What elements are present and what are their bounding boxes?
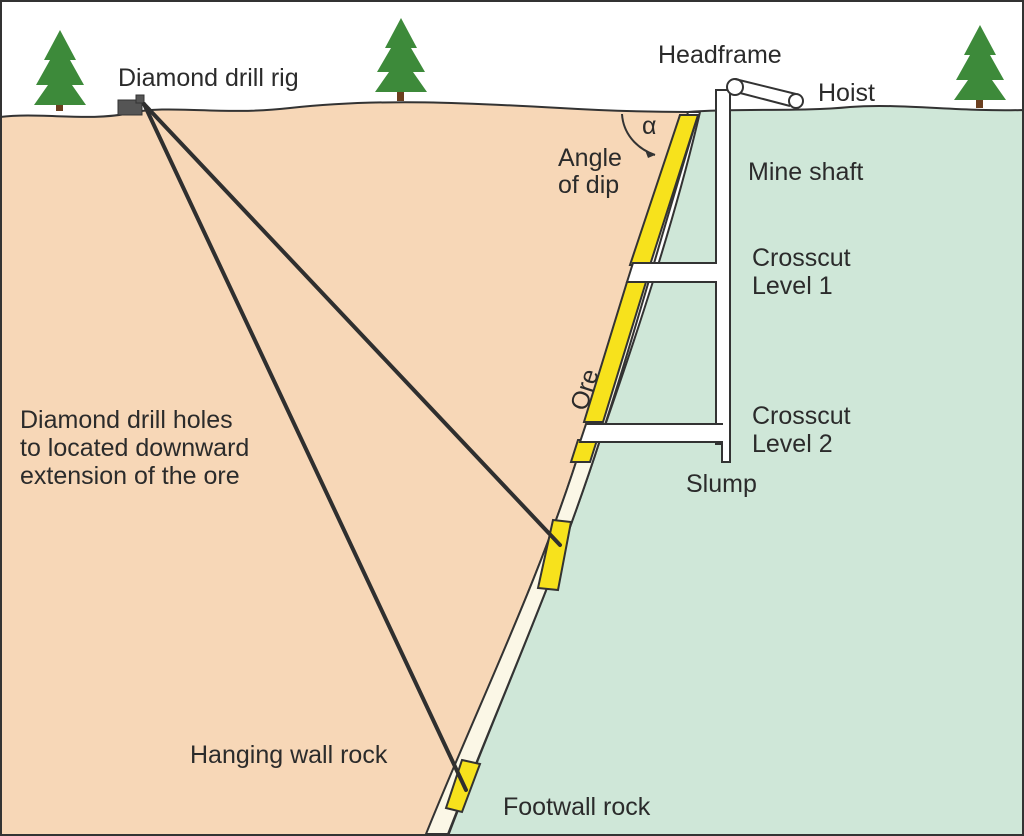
junction-2 xyxy=(720,425,723,441)
label-angle-of-dip-line1: Angle xyxy=(558,144,622,172)
tree-middle xyxy=(375,18,427,101)
label-crosscut-level1-line2: Level 1 xyxy=(752,272,833,300)
label-drill-holes-line1: Diamond drill holes xyxy=(20,406,233,434)
label-slump: Slump xyxy=(686,470,757,498)
hoist-drum xyxy=(788,93,804,109)
label-alpha: α xyxy=(642,112,656,140)
drill-hole-2 xyxy=(142,102,468,792)
label-diamond-drill-rig: Diamond drill rig xyxy=(118,64,299,92)
label-headframe: Headframe xyxy=(658,41,782,69)
ore-segments xyxy=(444,114,700,814)
hoist-cable-bottom xyxy=(739,92,791,107)
label-footwall-rock: Footwall rock xyxy=(503,793,651,821)
tree-left xyxy=(34,30,86,111)
crosscut-level-2 xyxy=(578,423,723,443)
mine-shaft xyxy=(715,89,731,463)
drill-hole-1 xyxy=(142,102,562,547)
label-crosscut-level1-line1: Crosscut xyxy=(752,244,851,272)
label-crosscut-level2-line2: Level 2 xyxy=(752,430,833,458)
junction-1 xyxy=(715,264,718,281)
label-hoist: Hoist xyxy=(818,79,875,107)
crosscut-level-1 xyxy=(625,262,717,283)
hoist-cable-top xyxy=(734,78,797,95)
diamond-drill-rig xyxy=(117,94,145,116)
label-crosscut-level2-line1: Crosscut xyxy=(752,402,851,430)
ore-drill-intersect-1 xyxy=(536,518,573,592)
label-drill-holes-line3: extension of the ore xyxy=(20,462,240,490)
drill-holes xyxy=(142,102,562,792)
angle-arrowhead xyxy=(645,150,655,158)
headframe xyxy=(726,78,804,109)
tree-right xyxy=(954,25,1006,108)
label-mine-shaft: Mine shaft xyxy=(748,158,863,186)
label-angle-of-dip-line2: of dip xyxy=(558,171,619,199)
label-drill-holes-line2: to located downward xyxy=(20,434,249,462)
label-hanging-wall-rock: Hanging wall rock xyxy=(190,741,388,769)
